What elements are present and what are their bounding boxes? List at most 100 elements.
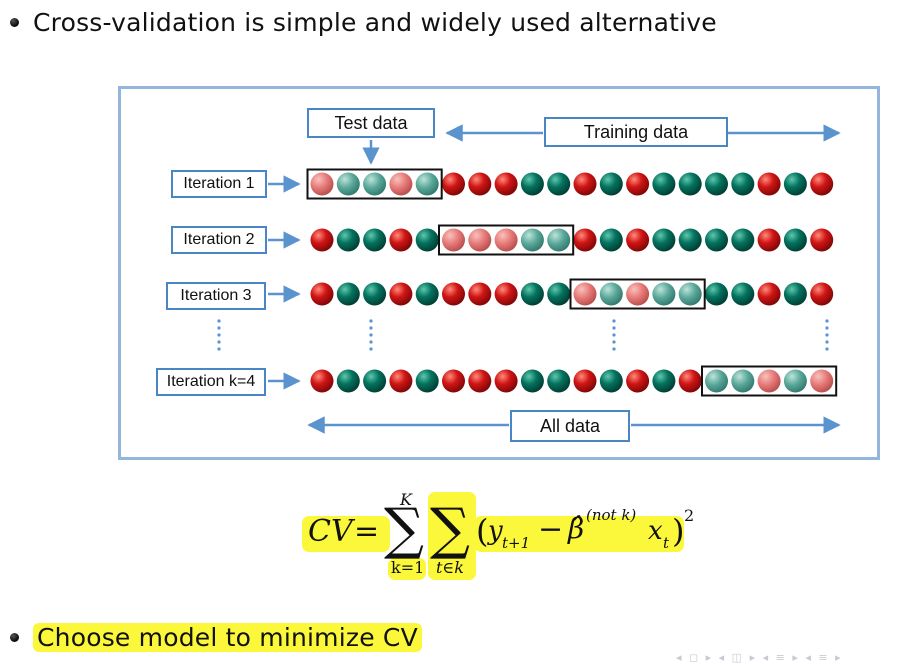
data-ball xyxy=(363,369,387,393)
data-ball xyxy=(442,228,465,252)
data-ball xyxy=(468,282,492,306)
data-ball xyxy=(626,369,650,393)
sum-2-bottom: t∈k xyxy=(436,558,464,577)
data-ball xyxy=(442,282,465,306)
data-ball xyxy=(626,228,650,252)
ellipsis-dot xyxy=(369,333,373,337)
bullet-cross-validation: Cross-validation is simple and widely us… xyxy=(10,8,717,37)
data-ball xyxy=(705,369,728,393)
data-ball xyxy=(731,228,755,252)
data-ball xyxy=(678,172,702,196)
open-paren: ( xyxy=(476,512,489,550)
data-ball xyxy=(310,172,334,196)
data-ball xyxy=(678,369,702,393)
data-ball xyxy=(810,172,834,196)
training-data-label: Training data xyxy=(544,117,728,147)
data-ball xyxy=(731,369,755,393)
data-ball xyxy=(520,172,544,196)
data-ball xyxy=(731,172,755,196)
data-ball xyxy=(468,369,492,393)
data-ball xyxy=(310,228,334,252)
data-ball xyxy=(573,172,597,196)
ellipsis-dot xyxy=(369,319,373,323)
data-ball xyxy=(389,282,413,306)
data-ball xyxy=(336,172,360,196)
ellipsis-dot xyxy=(825,333,829,337)
data-ball xyxy=(783,369,807,393)
data-ball xyxy=(731,282,755,306)
data-ball xyxy=(310,282,334,306)
formula-lhs: CV xyxy=(308,514,353,549)
data-ball xyxy=(757,228,781,252)
data-ball xyxy=(415,282,439,306)
data-ball xyxy=(547,282,571,306)
data-ball xyxy=(494,282,518,306)
data-ball xyxy=(468,228,492,252)
y-var: y xyxy=(488,516,503,546)
data-ball xyxy=(705,282,728,306)
all-data-label: All data xyxy=(510,410,630,442)
data-ball xyxy=(442,369,465,393)
ellipsis-dot xyxy=(369,340,373,344)
data-ball xyxy=(310,369,334,393)
data-ball xyxy=(336,369,360,393)
slide-navigation-icons[interactable]: ◂ ◻ ▸ ◂ ◫ ▸ ◂ ≡ ▸ ◂ ≡ ▸ xyxy=(676,651,843,664)
arrows-layer xyxy=(217,124,841,434)
data-ball xyxy=(415,369,439,393)
x-subscript: t xyxy=(663,534,670,552)
test-fold-box xyxy=(438,224,575,256)
ellipsis-dot xyxy=(825,340,829,344)
ellipsis-dot xyxy=(612,340,616,344)
ellipsis-dot xyxy=(369,326,373,330)
y-subscript: t+1 xyxy=(502,534,531,552)
data-ball xyxy=(389,228,413,252)
sum-1-symbol: ∑ xyxy=(384,497,424,562)
data-ball xyxy=(363,172,387,196)
beta-superscript: (not k) xyxy=(586,506,637,524)
data-ball xyxy=(494,172,518,196)
data-ball xyxy=(783,282,807,306)
ellipsis-dot xyxy=(825,326,829,330)
data-ball xyxy=(783,172,807,196)
highlight-term xyxy=(474,516,684,552)
ellipsis-dot xyxy=(217,319,221,323)
bullet-text: Cross-validation is simple and widely us… xyxy=(33,8,717,37)
ellipsis-dot xyxy=(217,326,221,330)
figure-canvas xyxy=(217,124,841,434)
cross-validation-figure: Test data Training data All data Iterati… xyxy=(118,86,880,460)
data-ball xyxy=(494,228,518,252)
data-ball xyxy=(757,172,781,196)
data-ball xyxy=(442,172,465,196)
data-ball xyxy=(468,172,492,196)
data-ball xyxy=(652,172,676,196)
test-fold-box xyxy=(569,278,706,310)
data-ball xyxy=(573,282,597,306)
bullet-text: Choose model to minimize CV xyxy=(33,623,422,652)
ellipsis-dot xyxy=(217,340,221,344)
ellipsis-dot xyxy=(612,333,616,337)
data-ball xyxy=(363,282,387,306)
iteration-1-label: Iteration 1 xyxy=(171,170,267,198)
ellipsis-dot xyxy=(825,347,829,351)
data-ball xyxy=(783,228,807,252)
data-ball xyxy=(757,369,781,393)
formula-equals: = xyxy=(354,514,380,549)
data-ball xyxy=(626,172,650,196)
highlight-cv xyxy=(302,516,390,552)
iteration-k4-label: Iteration k=4 xyxy=(156,368,266,396)
ellipsis-dot xyxy=(612,326,616,330)
data-ball xyxy=(652,282,676,306)
data-ball xyxy=(652,369,676,393)
test-data-label: Test data xyxy=(307,108,435,138)
bullet-choose-model: Choose model to minimize CV xyxy=(10,623,422,652)
ellipsis-dot xyxy=(217,347,221,351)
data-ball xyxy=(415,228,439,252)
data-ball xyxy=(573,369,597,393)
data-ball xyxy=(705,172,728,196)
test-fold-box xyxy=(701,365,838,397)
ellipsis-dot xyxy=(825,319,829,323)
beta-hat: β̂ xyxy=(568,512,585,545)
sum-1-top: K xyxy=(400,490,412,509)
data-ball xyxy=(705,228,728,252)
data-ball xyxy=(757,282,781,306)
